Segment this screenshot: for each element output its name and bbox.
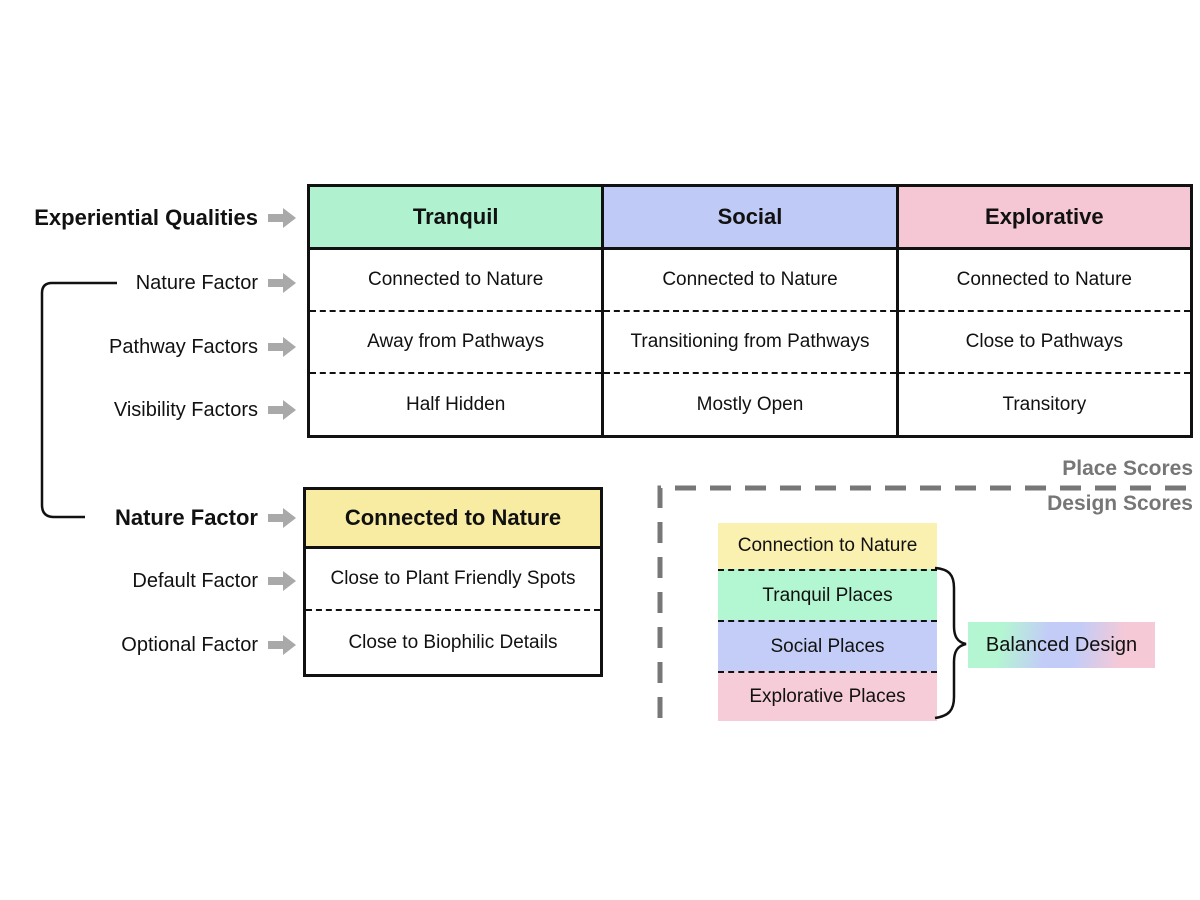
place-scores-label: Place Scores (1062, 457, 1193, 480)
arrow-right-icon (268, 208, 296, 228)
table-cell: Half Hidden (310, 374, 602, 435)
table-cell: Connected to Nature (310, 250, 602, 312)
place-scores-stack: Connection to Nature Tranquil Places Soc… (718, 523, 937, 721)
arrow-right-icon (268, 635, 296, 655)
table-cell: Transitioning from Pathways (604, 312, 896, 374)
label-nature-factor-row: Nature Factor (0, 268, 297, 298)
arrow-right-icon (268, 273, 296, 293)
tranquil-column: Tranquil Connected to Nature Away from P… (310, 187, 602, 435)
table-cell: Close to Plant Friendly Spots (306, 549, 600, 611)
visibility-factors-label: Visibility Factors (113, 398, 258, 421)
arrow-right-icon (268, 508, 296, 528)
table-cell: Connected to Nature (898, 250, 1190, 312)
tranquil-places-box: Tranquil Places (718, 569, 937, 620)
arrow-right-icon (268, 400, 296, 420)
table-cell: Away from Pathways (310, 312, 602, 374)
label-pathway-factors-row: Pathway Factors (0, 332, 297, 362)
table-cell: Close to Biophilic Details (306, 611, 600, 674)
label-visibility-factors-row: Visibility Factors (0, 395, 297, 425)
experiential-qualities-label: Experiential Qualities (34, 205, 258, 230)
label-nature-factor-bold-row: Nature Factor (0, 503, 297, 533)
arrow-right-icon (268, 337, 296, 357)
pathway-factors-label: Pathway Factors (109, 335, 258, 358)
explorative-header: Explorative (898, 187, 1190, 250)
tranquil-header: Tranquil (310, 187, 602, 250)
connected-to-nature-header: Connected to Nature (306, 490, 600, 549)
default-factor-label: Default Factor (132, 569, 258, 592)
nature-factor-bold-label: Nature Factor (114, 505, 258, 530)
social-places-box: Social Places (718, 620, 937, 671)
label-experiential-qualities: Experiential Qualities (0, 203, 297, 233)
arrow-right-icon (268, 571, 296, 591)
table-cell: Close to Pathways (898, 312, 1190, 374)
optional-factor-label: Optional Factor (121, 633, 258, 656)
nature-factor-label: Nature Factor (135, 271, 258, 294)
explorative-places-box: Explorative Places (718, 671, 937, 721)
table-cell: Connected to Nature (604, 250, 896, 312)
nature-factor-table: Connected to Nature Close to Plant Frien… (303, 487, 603, 677)
experiential-qualities-table: Tranquil Connected to Nature Away from P… (307, 184, 1193, 438)
table-cell: Transitory (898, 374, 1190, 435)
social-header: Social (604, 187, 896, 250)
label-optional-factor-row: Optional Factor (0, 630, 297, 660)
brace-icon (934, 566, 967, 720)
table-cell: Mostly Open (604, 374, 896, 435)
balanced-design-box: Balanced Design (968, 622, 1155, 668)
design-scores-label: Design Scores (1047, 492, 1193, 515)
social-column: Social Connected to Nature Transitioning… (601, 187, 899, 435)
connection-to-nature-box: Connection to Nature (718, 523, 937, 569)
label-default-factor-row: Default Factor (0, 566, 297, 596)
explorative-column: Explorative Connected to Nature Close to… (898, 187, 1190, 435)
